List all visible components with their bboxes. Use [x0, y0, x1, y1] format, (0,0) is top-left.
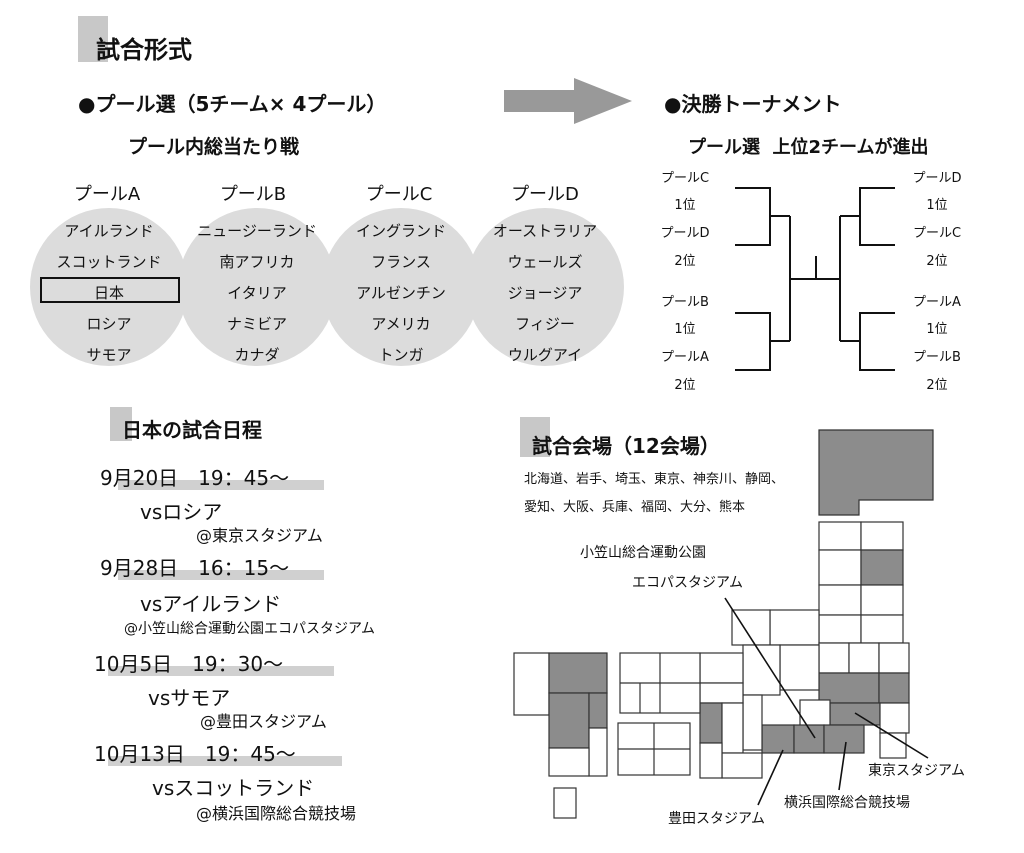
pool-b-team: ナミビア [226, 315, 287, 333]
match-opponent: vsサモア [148, 686, 231, 710]
bracket-right-rank: 1位 [926, 322, 948, 337]
date-underline [118, 480, 324, 490]
pool-stage-title: ●プール選（5チーム× 4プール） [78, 92, 387, 116]
pool-a-team: スコットランド [56, 253, 162, 271]
match-opponent: vsスコットランド [152, 776, 315, 800]
pool-a-circle [30, 208, 188, 366]
pool-c-title: プールC [365, 184, 433, 205]
pool-b-team: カナダ [234, 346, 280, 364]
venues-title: 試合会場（12会場） [532, 434, 720, 458]
pool-c-team: アメリカ [371, 315, 431, 333]
venues-header-bar [520, 417, 550, 457]
pool-d-team: フィジー [515, 315, 575, 333]
pool-d-team: ウルグアイ [507, 346, 583, 364]
date-underline [118, 570, 324, 580]
bracket-right-pool: プールB [913, 350, 961, 365]
tournament-title: ●決勝トーナメント [664, 92, 842, 116]
pool-b-team: イタリア [227, 284, 287, 302]
tournament-subtitle: プール選 上位2チームが進出 [688, 137, 929, 158]
callout-yokohama: 横浜国際総合競技場 [784, 795, 910, 811]
pool-c-circle [322, 208, 480, 366]
bracket-left-pool: プールD [660, 226, 710, 241]
pool-a-team: ロシア [86, 315, 132, 333]
japan-map [513, 429, 934, 819]
pool-a-team: アイルランド [64, 222, 154, 240]
venues-list-line1: 北海道、岩手、埼玉、東京、神奈川、静岡、 [524, 472, 785, 487]
callout-tokyo-stadium: 東京スタジアム [868, 763, 966, 779]
callout-ecopa-line1: 小笠山総合運動公園 [580, 545, 706, 561]
date-underline [108, 666, 334, 676]
match-opponent: vsロシア [140, 500, 223, 524]
schedule-header-bar [110, 407, 132, 441]
japan-highlight-box [40, 277, 180, 303]
bracket-right-rank: 1位 [926, 198, 948, 213]
bracket-left-rank: 1位 [674, 198, 696, 213]
match-date: 10月5日 19：30～ [94, 652, 284, 676]
pool-d-team: ウェールズ [507, 253, 583, 271]
match-opponent: vsアイルランド [140, 592, 282, 616]
pool-d-title: プールD [511, 184, 579, 205]
bracket-right-rank: 2位 [926, 378, 948, 393]
callout-toyota: 豊田スタジアム [668, 811, 766, 827]
bracket-left-pool: プールB [661, 295, 709, 310]
match-date: 9月20日 19：45～ [100, 466, 290, 490]
pool-d-circle [466, 208, 624, 366]
match-venue: @横浜国際総合競技場 [196, 804, 357, 823]
pool-c-team: アルゼンチン [356, 284, 446, 302]
bracket-right-pool: プールC [912, 226, 962, 241]
match-date: 10月13日 19：45～ [94, 742, 296, 766]
pool-d-team: オーストラリア [492, 222, 598, 240]
match-venue: @豊田スタジアム [200, 712, 327, 731]
date-underline [108, 756, 342, 766]
pool-b-circle [178, 208, 336, 366]
match-date: 9月28日 16：15～ [100, 556, 290, 580]
pool-c-team: イングランド [355, 222, 446, 240]
venues-list-line2: 愛知、大阪、兵庫、福岡、大分、熊本 [524, 500, 746, 515]
pool-b-team: ニュージーランド [197, 222, 317, 240]
pool-b-title: プールB [219, 184, 287, 205]
pool-c-team: トンガ [378, 346, 424, 364]
bracket-right-pool: プールD [912, 171, 962, 186]
arrow-right-icon [504, 78, 632, 124]
pool-stage-subtitle: プール内総当たり戦 [128, 136, 300, 158]
pool-d-team: ジョージア [507, 284, 583, 302]
schedule-title: 日本の試合日程 [122, 418, 262, 442]
pool-b-team: 南アフリカ [219, 253, 295, 271]
match-venue: @小笠山総合運動公園エコパスタジアム [124, 621, 376, 637]
pool-a-team-japan: 日本 [93, 284, 124, 302]
callout-ecopa-line2: エコパスタジアム [632, 575, 744, 591]
bracket-right-pool: プールA [913, 295, 961, 310]
format-title: 試合形式 [96, 36, 192, 64]
pool-c-team: フランス [371, 253, 431, 271]
pool-a-team: サモア [86, 346, 132, 364]
format-header-bar [78, 16, 108, 62]
bracket-left-pool: プールA [661, 350, 709, 365]
bracket-left-pool: プールC [660, 171, 710, 186]
match-venue: @東京スタジアム [196, 526, 323, 545]
bracket-left-rank: 2位 [674, 254, 696, 269]
bracket-left-rank: 1位 [674, 322, 696, 337]
pool-a-title: プールA [73, 184, 141, 205]
bracket-left-rank: 2位 [674, 378, 696, 393]
tournament-bracket [735, 187, 895, 371]
bracket-right-rank: 2位 [926, 254, 948, 269]
